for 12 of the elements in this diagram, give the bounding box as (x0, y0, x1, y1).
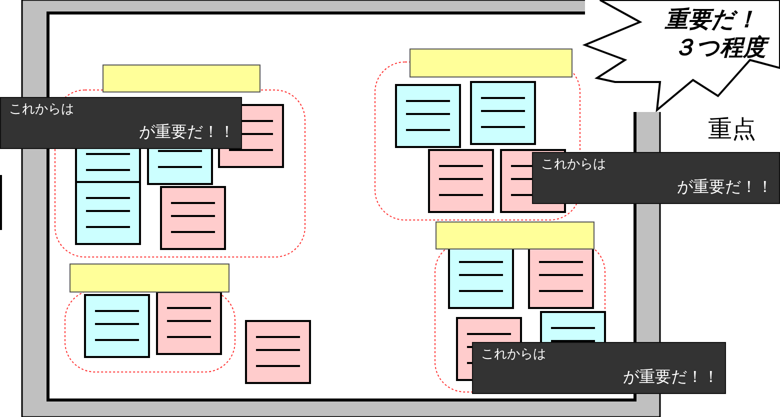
comment-text: これからは (9, 101, 74, 118)
comment-text: が重要だ！！ (623, 367, 719, 388)
comment-box (532, 152, 780, 204)
comment-box (0, 97, 242, 149)
comment-box (472, 342, 726, 394)
comment-text: これからは (541, 156, 606, 173)
comment-text: が重要だ！！ (677, 177, 773, 198)
comment-text: これからは (481, 346, 546, 363)
comment-text: が重要だ！！ (139, 122, 235, 143)
label-text: 重点 (708, 115, 756, 143)
burst-callout (585, 0, 780, 112)
callout-text: 重要だ！ (665, 6, 758, 35)
